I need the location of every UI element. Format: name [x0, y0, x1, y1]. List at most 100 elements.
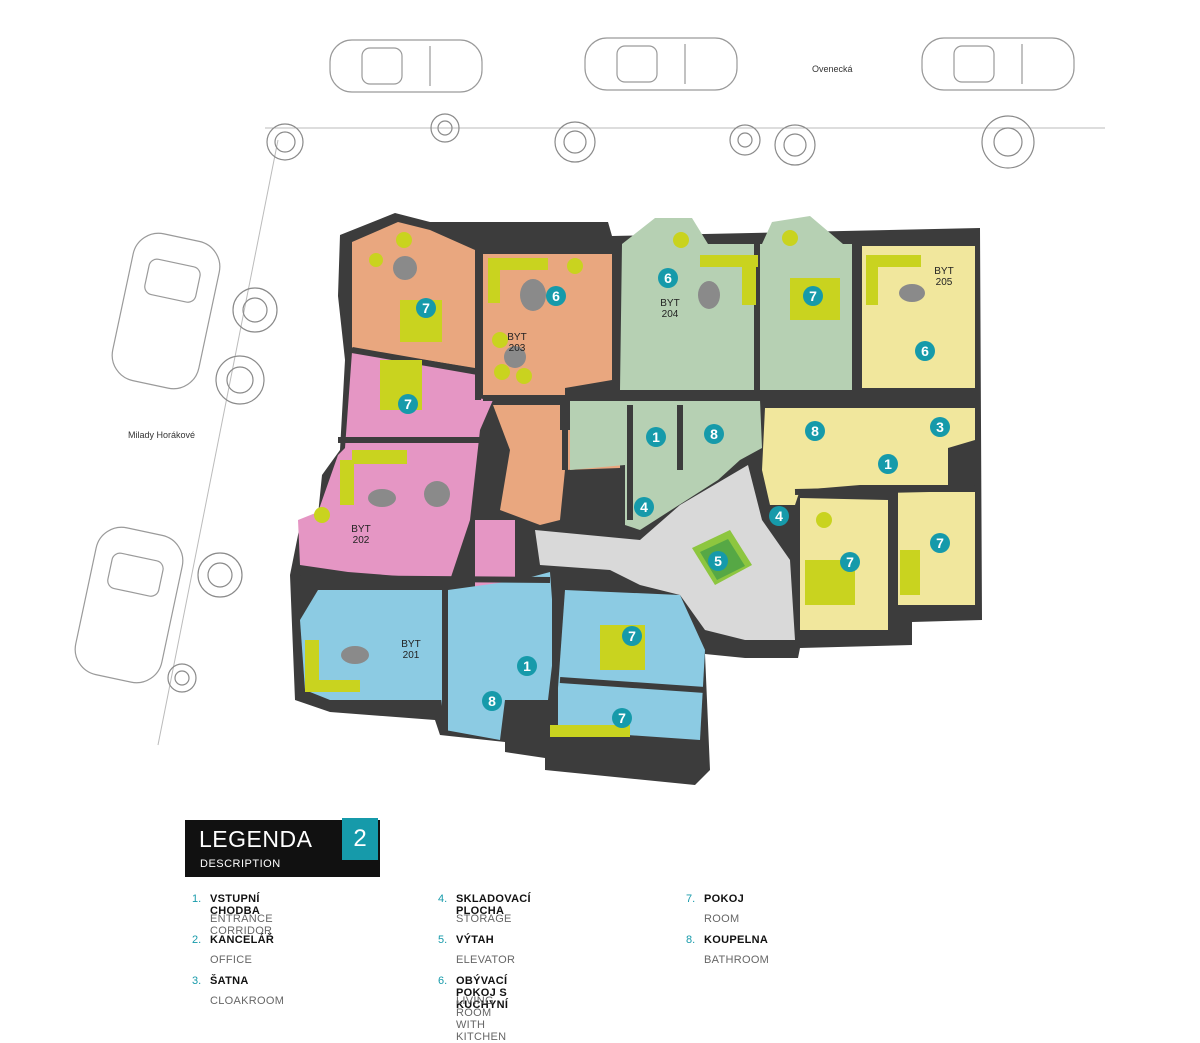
tree-icon: [430, 113, 460, 143]
room-marker-number: 7: [404, 396, 412, 412]
room-marker: [704, 424, 724, 444]
sofa-icon: [866, 255, 878, 305]
chair-icon: [369, 253, 383, 267]
room-marker: [634, 497, 654, 517]
room-marker-number: 7: [936, 535, 944, 551]
tables: [341, 256, 925, 664]
tree-icon: [266, 123, 304, 161]
room-marker-number: 3: [936, 419, 944, 435]
room-marker: [482, 691, 502, 711]
room-marker: [930, 533, 950, 553]
street-edge-left: [157, 139, 279, 746]
legend-item-czech: VÝTAH: [456, 934, 494, 946]
tree-icon: [981, 115, 1035, 169]
chair-icon: [516, 368, 532, 384]
legend-item-english: ENTRANCE CORRIDOR: [210, 913, 273, 937]
legend-item-number: 3.: [192, 975, 202, 987]
legend-subtitle: DESCRIPTION: [200, 858, 281, 870]
room-marker: [612, 708, 632, 728]
chair-icon: [782, 230, 798, 246]
chair-icon: [494, 364, 510, 380]
street-label-top: Ovenecká: [812, 64, 853, 74]
apartment-label-205-line2: 205: [936, 277, 953, 288]
legend-item-number: 1.: [192, 893, 202, 905]
sofa-icon: [352, 450, 407, 464]
apartment-label-204-line1: BYT: [660, 298, 679, 309]
room-marker: [769, 506, 789, 526]
bed-icon: [900, 550, 920, 595]
sofa-icon: [305, 640, 319, 690]
room-marker-number: 8: [710, 426, 718, 442]
car-icon: [329, 39, 483, 93]
legend-item-czech: ŠATNA: [210, 975, 249, 987]
apartment-label-204-line2: 204: [662, 309, 679, 320]
table-icon: [393, 256, 417, 280]
parked-cars: [74, 37, 1075, 684]
legend-item-number: 2.: [192, 934, 202, 946]
room-marker-number: 8: [488, 693, 496, 709]
room-marker-number: 6: [664, 270, 672, 286]
room-marker-number: 7: [422, 300, 430, 316]
room-marker: [930, 417, 950, 437]
legend-item-czech: SKLADOVACÍ PLOCHA: [456, 893, 531, 917]
legend-item-english: BATHROOM: [704, 954, 770, 966]
room-marker-number: 6: [552, 288, 560, 304]
sofa-icon: [550, 725, 630, 737]
room-markers: 7 6 6 7 6 7 1 8 8 3 1 4 4 5 7 7 7 1 8 7: [398, 268, 950, 728]
room-marker-number: 6: [921, 343, 929, 359]
room-marker: [840, 552, 860, 572]
trees: [167, 113, 1035, 693]
room-marker: [546, 286, 566, 306]
apartment-label-205-line1: BYT: [934, 266, 953, 277]
tree-icon: [729, 124, 761, 156]
chair-icon: [567, 258, 583, 274]
apartment-labels: BYT 203 BYT 204 BYT 205 BYT 202 BYT 201: [351, 266, 953, 661]
sofa-icon: [866, 255, 921, 267]
legend-item-english: ROOM: [704, 913, 740, 925]
apartment-label-202-line1: BYT: [351, 524, 370, 535]
room-marker-number: 7: [628, 628, 636, 644]
apartment-label-201-line2: 201: [403, 650, 420, 661]
table-icon: [368, 489, 396, 507]
table-icon: [504, 346, 526, 368]
legend-item-english: STORAGE: [456, 913, 512, 925]
car-icon: [921, 37, 1075, 91]
car-icon: [74, 526, 184, 684]
room-marker-number: 4: [775, 508, 783, 524]
legend-item-number: 8.: [686, 934, 696, 946]
sofa-icon: [742, 255, 756, 305]
table-icon: [698, 281, 720, 309]
room-marker: [622, 626, 642, 646]
table-icon: [341, 646, 369, 664]
apartment-label-203-line1: BYT: [507, 332, 526, 343]
apartment-label-203-line2: 203: [509, 343, 526, 354]
room-marker-number: 1: [652, 429, 660, 445]
table-icon: [424, 481, 450, 507]
car-icon: [584, 37, 738, 91]
room-marker: [878, 454, 898, 474]
legend-item-number: 7.: [686, 893, 696, 905]
legend-item-czech: KANCELÁŘ: [210, 934, 275, 946]
room-marker: [398, 394, 418, 414]
legend-item-czech: POKOJ: [704, 893, 745, 905]
room-marker-number: 7: [846, 554, 854, 570]
room-marker: [517, 656, 537, 676]
room-marker-number: 4: [640, 499, 648, 515]
sofa-icon: [488, 258, 500, 303]
legend-item-czech: KOUPELNA: [704, 934, 769, 946]
legend-item-english: ELEVATOR: [456, 954, 516, 966]
legend-item-number: 6.: [438, 975, 448, 987]
chair-icon: [816, 512, 832, 528]
chair-icon: [492, 332, 508, 348]
tree-icon: [167, 663, 197, 693]
street-label-left: Milady Horákové: [128, 430, 195, 440]
sofa-icon: [488, 258, 548, 270]
chair-icon: [314, 507, 330, 523]
room-marker: [803, 286, 823, 306]
sofa-icon: [305, 680, 360, 692]
legend-item-english: LIVING ROOM WITH KITCHEN: [456, 995, 507, 1043]
room-marker: [708, 551, 728, 571]
apartment-label-201-line1: BYT: [401, 639, 420, 650]
legend-item-number: 5.: [438, 934, 448, 946]
room-marker-number: 8: [811, 423, 819, 439]
